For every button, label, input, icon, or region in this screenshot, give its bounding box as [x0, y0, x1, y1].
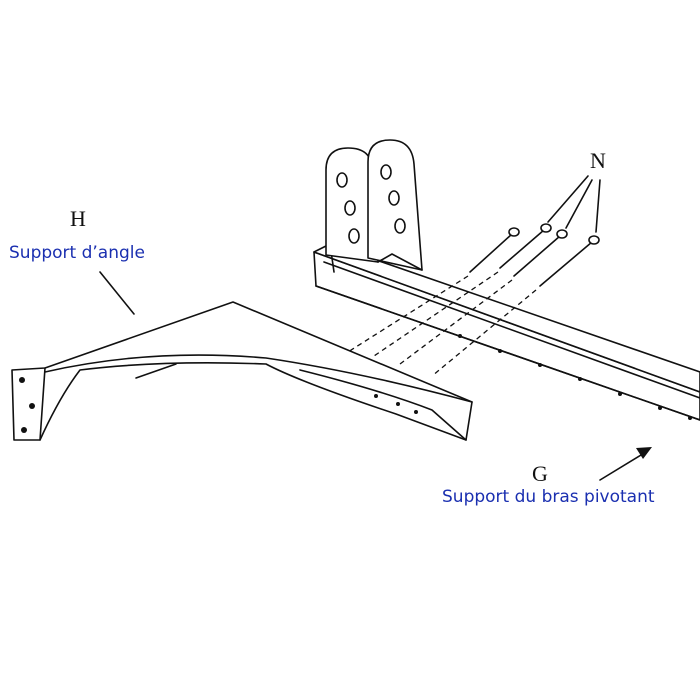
- beam-holes: [458, 334, 692, 420]
- alignment-lines: [347, 271, 537, 377]
- leader-line-n2: [565, 179, 593, 229]
- bracket-hole: [348, 228, 360, 244]
- pivot-arm-support-beam: [313, 243, 700, 421]
- leader-arrowhead-g: [636, 447, 652, 459]
- bracket-hole: [380, 164, 392, 180]
- screws: [469, 223, 600, 287]
- mounting-bracket: [325, 139, 423, 271]
- label-n-letter: N: [590, 148, 606, 173]
- leader-line-n3: [595, 179, 601, 233]
- bracket-hole: [394, 218, 406, 234]
- bracket-hole: [344, 200, 356, 216]
- leader-line-h: [99, 271, 135, 315]
- label-h-letter: H: [70, 206, 86, 231]
- corner-support-arm: [11, 301, 473, 441]
- leader-line-g: [599, 451, 647, 481]
- bracket-hole: [336, 172, 348, 188]
- label-g-letter: G: [532, 461, 548, 486]
- label-corner-support: Support d’angle: [9, 243, 145, 263]
- bracket-hole: [388, 190, 400, 206]
- label-pivot-arm-support: Support du bras pivotant: [442, 487, 655, 507]
- leader-line-n1: [547, 175, 589, 223]
